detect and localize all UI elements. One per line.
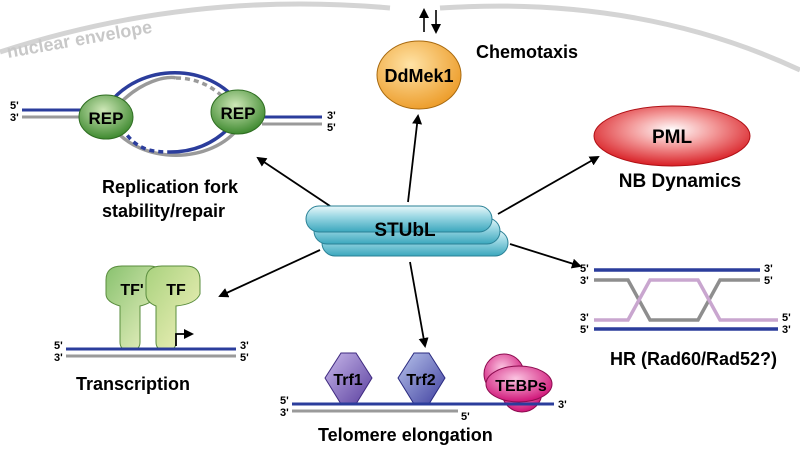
nb-dynamics-label: NB Dynamics (619, 171, 742, 192)
hr-label: HR (Rad60/Rad52?) (610, 349, 777, 369)
rep-label-left: REP (89, 109, 124, 128)
transcription-3prime-right: 3' (240, 340, 249, 352)
trf2-label: Trf2 (406, 372, 435, 389)
tf-label: TF (166, 282, 186, 299)
stubl-layer-front (305, 205, 493, 233)
nuclear-envelope-label: nuclear envelope (5, 17, 153, 62)
transcription-label: Transcription (76, 374, 190, 394)
arrow-to-transcription (218, 249, 321, 298)
rep-protein-left (78, 94, 134, 140)
arrow-to-ddmek1 (407, 114, 423, 203)
transcription-start-arrow (175, 329, 194, 346)
rep-label-right: REP (221, 104, 256, 123)
transcription-5prime-left: 5' (54, 340, 63, 352)
pml-label: PML (652, 127, 693, 148)
chemotaxis-label: Chemotaxis (476, 42, 578, 62)
replication-bubble-bottom-blue-dashed (116, 119, 171, 154)
tf-protein (145, 265, 201, 351)
telomere-3prime-right: 3' (558, 399, 567, 411)
arrow-to-pml (497, 156, 600, 215)
replication-label-line1: Replication fork (102, 177, 239, 197)
stubl-protein (305, 205, 509, 257)
telomere-label: Telomere elongation (318, 425, 493, 445)
replication-3prime-right: 3' (327, 110, 336, 122)
hr-5prime-top-left: 5' (580, 263, 589, 275)
stubl-label: STUbL (374, 220, 436, 241)
hr-duplex1-gray (594, 278, 760, 322)
tebps-label: TEBPs (495, 378, 547, 395)
arrow-to-telomere (409, 261, 429, 348)
hr-5prime-bottom-left: 5' (580, 324, 589, 336)
hr-3prime-bottom-left: 3' (580, 312, 589, 324)
arrow-to-replication (256, 156, 331, 207)
hr-5prime-top-right: 5' (764, 275, 773, 287)
replication-label-line2: stability/repair (102, 201, 225, 221)
telomere-5prime-bottom: 5' (461, 411, 470, 423)
trf1-label: Trf1 (333, 372, 362, 389)
hr-3prime-bottom-right: 3' (782, 324, 791, 336)
arrow-to-hr (509, 243, 582, 269)
ddmek1-protein (376, 40, 462, 110)
hr-3prime-top-left: 3' (580, 275, 589, 287)
pml-protein (593, 105, 751, 167)
replication-5prime-right: 5' (327, 122, 336, 134)
hr-3prime-top-right: 3' (764, 263, 773, 275)
hr-5prime-bottom-right: 5' (782, 312, 791, 324)
tebps-subunit-main (485, 365, 553, 403)
transcription-3prime-left: 3' (54, 352, 63, 364)
nuclear-envelope-arc-right (439, 3, 800, 73)
ddmek1-label: DdMek1 (384, 66, 453, 86)
nuclear-envelope-arc (0, 1, 391, 55)
replication-3prime-bottom: 3' (10, 112, 19, 124)
telomere-3prime-left: 3' (280, 407, 289, 419)
hr-duplex2-pink (594, 278, 778, 322)
tf-prime-label: TF' (120, 282, 143, 299)
replication-5prime-top: 5' (10, 100, 19, 112)
telomere-5prime-left: 5' (280, 395, 289, 407)
replication-bubble-bottom-gray (110, 124, 242, 157)
rep-protein-right (210, 89, 266, 135)
transcription-5prime-right: 5' (240, 352, 249, 364)
